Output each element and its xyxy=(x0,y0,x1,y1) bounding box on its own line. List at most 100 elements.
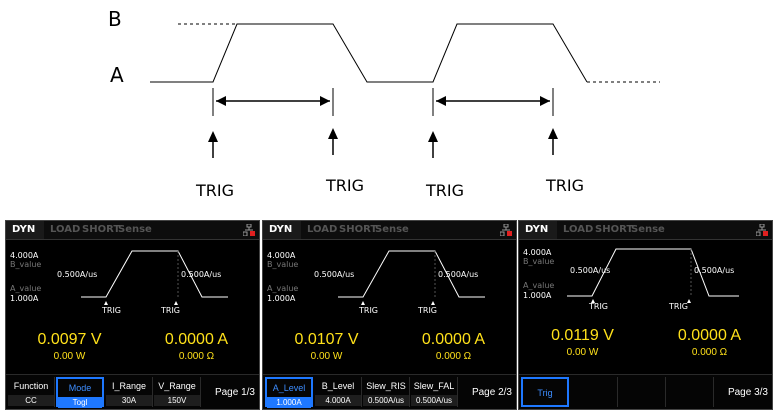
trig-label: TRIG xyxy=(160,306,180,315)
tab-short[interactable]: SHORT xyxy=(339,224,378,235)
trig-label: TRIG xyxy=(101,306,121,315)
softkey-value: 0.500A/us xyxy=(411,395,457,406)
softkey-i-range[interactable]: I_Range 30A xyxy=(106,377,153,407)
voltage-value: 0.0107 V xyxy=(294,331,359,348)
tab-sense[interactable]: Sense xyxy=(118,224,152,235)
voltage-readout: 0.0119 V 0.00 W xyxy=(519,327,646,358)
softkey-b-level[interactable]: B_Level 4.000A xyxy=(315,377,362,407)
mode-tab-bar: DYN LOAD SHORT Sense xyxy=(6,221,259,240)
toggle-mode-diagram: B A TRIG TRIG TRIG TRIG xyxy=(108,7,660,200)
tab-short[interactable]: SHORT xyxy=(595,224,634,235)
page-indicator[interactable]: Page 2/3 xyxy=(471,387,512,398)
softkey-empty[interactable] xyxy=(571,377,618,407)
trig-arrow-icon xyxy=(548,128,558,155)
dyn-waveform-preview: 4.000A B_value A_value 1.000A 0.500A/us … xyxy=(267,250,485,315)
softkey-label: Trig xyxy=(537,388,553,398)
tab-load[interactable]: LOAD xyxy=(307,224,338,235)
softkey-v-range[interactable]: V_Range 150V xyxy=(154,377,201,407)
network-lock-icon xyxy=(756,224,768,236)
trig-label: TRIG xyxy=(588,302,608,311)
softkey-bar: Function CC Mode Togl I_Range 30A V_Rang… xyxy=(6,374,259,409)
rise-slew-label: 0.500A/us xyxy=(314,270,354,279)
page-indicator[interactable]: Page 1/3 xyxy=(214,387,255,398)
softkey-value: 4.000A xyxy=(315,395,361,406)
current-readout: 0.0000 A 0.000 Ω xyxy=(646,327,772,358)
softkey-value: Togl xyxy=(58,397,102,408)
tab-dyn[interactable]: DYN xyxy=(269,224,293,235)
softkey-label: I_Range xyxy=(111,381,147,391)
power-value: 0.00 W xyxy=(566,347,599,358)
softkey-function[interactable]: Function CC xyxy=(8,377,55,407)
b-value-label: B_value xyxy=(267,260,298,269)
softkey-empty[interactable] xyxy=(667,377,714,407)
softkey-empty[interactable] xyxy=(619,377,666,407)
softkey-label: Function xyxy=(13,381,49,391)
trig-label: TRIG xyxy=(417,306,437,315)
resistance-value: 0.000 Ω xyxy=(435,351,472,362)
dyn-waveform-preview: 4.000A B_value A_value 1.000A 0.500A/us … xyxy=(523,248,739,311)
dyn-waveform-preview: 4.000A B_value A_value 1.000A 0.500A/us … xyxy=(10,250,228,315)
mode-tab-bar: DYN LOAD SHORT Sense xyxy=(263,221,516,240)
network-lock-icon xyxy=(500,224,512,236)
waveform-line xyxy=(567,248,739,297)
tab-sense[interactable]: Sense xyxy=(375,224,409,235)
current-value: 0.0000 A xyxy=(421,331,486,348)
tab-dyn[interactable]: DYN xyxy=(525,224,549,235)
current-readout: 0.0000 A 0.000 Ω xyxy=(390,331,516,362)
period-double-arrow xyxy=(436,96,550,106)
b-current-value: 4.000A xyxy=(10,251,39,260)
b-current-value: 4.000A xyxy=(267,251,296,260)
waveform-line xyxy=(338,250,485,298)
trig-label: TRIG xyxy=(325,176,364,195)
tab-dyn[interactable]: DYN xyxy=(12,224,36,235)
resistance-value: 0.000 Ω xyxy=(691,347,728,358)
a-current-value: 1.000A xyxy=(267,294,296,303)
softkey-value: 0.500A/us xyxy=(363,395,409,406)
voltage-value: 0.0097 V xyxy=(37,331,102,348)
softkey-value: 30A xyxy=(106,395,152,406)
voltage-value: 0.0119 V xyxy=(551,327,614,344)
dyn-screen-page-3: DYN LOAD SHORT Sense 4.000A B_value A_va… xyxy=(518,220,773,410)
softkey-value: CC xyxy=(8,395,54,406)
tab-sense[interactable]: Sense xyxy=(631,224,665,235)
a-value-label: A_value xyxy=(523,281,554,290)
trig-label: TRIG xyxy=(195,181,234,200)
tab-load[interactable]: LOAD xyxy=(563,224,594,235)
current-value: 0.0000 A xyxy=(164,331,229,348)
b-value-label: B_value xyxy=(10,260,41,269)
trig-label: TRIG xyxy=(668,302,688,311)
trig-label: TRIG xyxy=(425,181,464,200)
resistance-value: 0.000 Ω xyxy=(178,351,215,362)
level-a-label: A xyxy=(110,63,124,87)
trig-label: TRIG xyxy=(358,306,378,315)
page-indicator[interactable]: Page 3/3 xyxy=(727,387,768,398)
current-value: 0.0000 A xyxy=(677,327,742,344)
waveform-line xyxy=(81,250,228,298)
softkey-value: 1.000A xyxy=(267,397,311,408)
voltage-readout: 0.0097 V 0.00 W xyxy=(6,331,133,362)
softkey-label: B_Level xyxy=(321,381,355,391)
tab-short[interactable]: SHORT xyxy=(82,224,121,235)
softkey-slew-rise[interactable]: Slew_RIS 0.500A/us xyxy=(363,377,410,407)
softkey-value: 150V xyxy=(154,395,200,406)
b-value-label: B_value xyxy=(523,257,554,266)
dyn-screen-page-1: DYN LOAD SHORT Sense 4.000A B_value A_va… xyxy=(5,220,260,410)
tab-load[interactable]: LOAD xyxy=(50,224,81,235)
softkey-slew-fall[interactable]: Slew_FAL 0.500A/us xyxy=(411,377,458,407)
trig-arrow-icon xyxy=(328,128,338,155)
level-b-label: B xyxy=(108,7,122,31)
softkey-a-level[interactable]: A_Level 1.000A xyxy=(265,377,313,408)
softkey-label: Mode xyxy=(68,383,92,393)
softkey-mode[interactable]: Mode Togl xyxy=(56,377,104,408)
fall-slew-label: 0.500A/us xyxy=(181,270,221,279)
softkey-trig[interactable]: Trig xyxy=(521,377,569,407)
softkey-label: Slew_FAL xyxy=(413,381,455,391)
softkey-label: Slew_RIS xyxy=(366,381,406,391)
softkey-bar: A_Level 1.000A B_Level 4.000A Slew_RIS 0… xyxy=(263,374,516,409)
trig-arrow-icon xyxy=(428,131,438,158)
softkey-bar: Trig Page 3/3 xyxy=(519,374,772,409)
b-current-value: 4.000A xyxy=(523,248,552,257)
fall-slew-label: 0.500A/us xyxy=(694,266,734,275)
a-current-value: 1.000A xyxy=(10,294,39,303)
mode-tab-bar: DYN LOAD SHORT Sense xyxy=(519,221,772,240)
